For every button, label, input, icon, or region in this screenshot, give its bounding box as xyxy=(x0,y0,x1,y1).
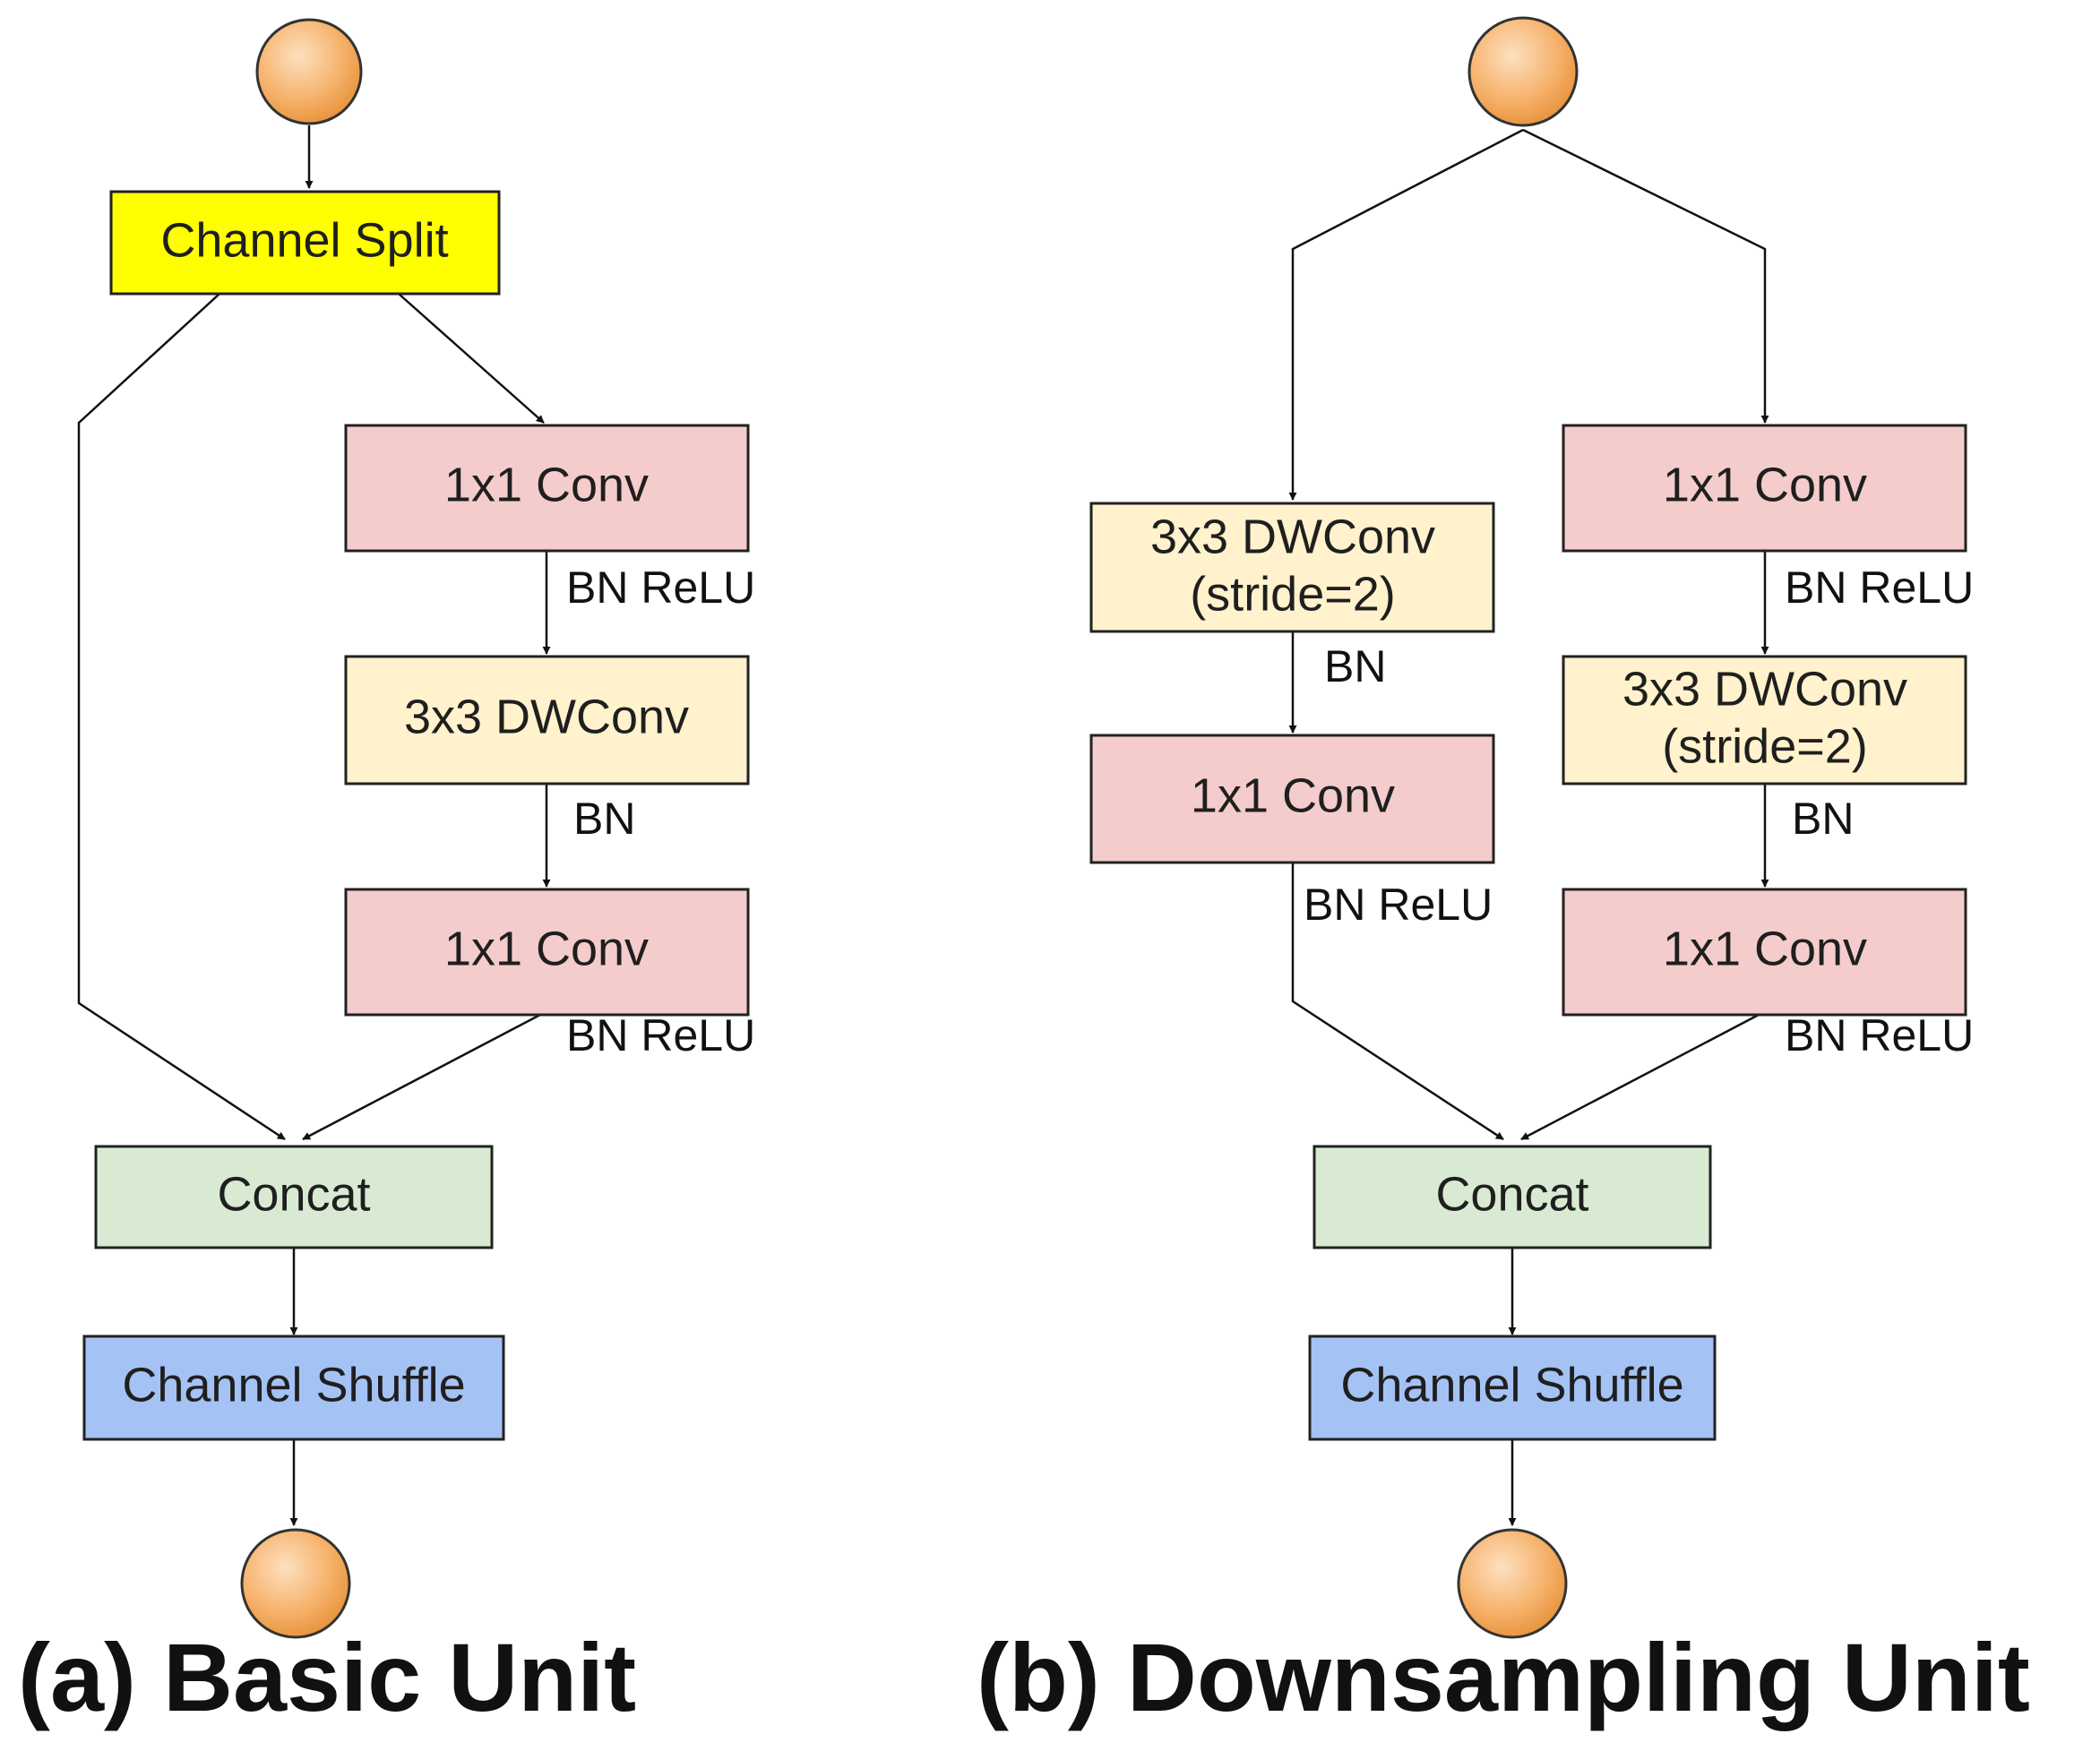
basic-shuffle-box xyxy=(82,1335,505,1441)
basic-unit: Channel Split 1x1 Conv BN ReLU 3x3 DWCon… xyxy=(18,18,755,1731)
basic-concat-box xyxy=(94,1145,494,1249)
down-right-dwconv-box xyxy=(1562,655,1967,785)
down-right-dwconv-line1: 3x3 DWConv xyxy=(1622,662,1907,716)
down-concat-box xyxy=(1312,1145,1712,1249)
basic-concat-label: Concat xyxy=(217,1167,370,1221)
down-left-dwconv-box xyxy=(1089,502,1495,633)
down-concat-label: Concat xyxy=(1435,1167,1588,1221)
channel-split-label: Channel Split xyxy=(160,213,448,267)
down-left-dwconv-line2: (stride=2) xyxy=(1190,567,1396,621)
down-right-dwconv-line2: (stride=2) xyxy=(1662,719,1868,773)
basic-conv2-box xyxy=(344,888,750,1017)
downsampling-unit: 3x3 DWConv (stride=2) BN 1x1 Conv BN ReL… xyxy=(977,16,2030,1731)
down-right-edge1-label: BN ReLU xyxy=(1785,562,1974,613)
channel-split-box xyxy=(109,190,501,296)
basic-edge2-label: BN xyxy=(573,794,635,844)
down-left-dwconv-line1: 3x3 DWConv xyxy=(1150,510,1435,563)
down-right-conv1-label: 1x1 Conv xyxy=(1663,458,1867,511)
down-left-edge1-label: BN xyxy=(1324,641,1386,691)
basic-edge1-label: BN ReLU xyxy=(566,562,755,613)
down-edge-right-conv2-concat xyxy=(1520,1013,1760,1141)
down-right-edge3-label: BN ReLU xyxy=(1785,1010,1974,1060)
basic-edge-shortcut xyxy=(77,293,286,1141)
down-right-conv1-box xyxy=(1562,424,1967,553)
down-left-edge2-label: BN ReLU xyxy=(1304,880,1493,930)
down-right-conv2-label: 1x1 Conv xyxy=(1663,922,1867,975)
basic-conv1-label: 1x1 Conv xyxy=(444,458,649,511)
basic-conv1-box xyxy=(344,424,750,553)
basic-input-node xyxy=(255,18,363,125)
basic-edge-conv2-concat xyxy=(302,1013,541,1141)
down-right-edge2-label: BN xyxy=(1792,794,1854,844)
basic-shuffle-label: Channel Shuffle xyxy=(122,1358,465,1412)
basic-dwconv-label: 3x3 DWConv xyxy=(404,690,689,743)
basic-dwconv-box xyxy=(344,655,750,785)
down-shuffle-box xyxy=(1308,1335,1717,1441)
down-left-conv-label: 1x1 Conv xyxy=(1191,768,1395,822)
down-shuffle-label: Channel Shuffle xyxy=(1340,1358,1683,1412)
down-left-conv-box xyxy=(1089,734,1495,864)
basic-edge-split-conv1 xyxy=(398,293,545,424)
down-output-node xyxy=(1457,1528,1568,1639)
down-input-node xyxy=(1467,16,1579,127)
basic-conv2-label: 1x1 Conv xyxy=(444,922,649,975)
down-edge-input-left xyxy=(1288,128,1524,501)
basic-output-node xyxy=(240,1528,351,1639)
basic-edge3-label: BN ReLU xyxy=(566,1010,755,1060)
down-edge-left-conv-concat xyxy=(1291,863,1504,1141)
basic-unit-caption: (a) Basic Unit xyxy=(18,1623,636,1731)
down-edge-input-right xyxy=(1522,128,1769,424)
down-right-conv2-box xyxy=(1562,888,1967,1017)
downsampling-unit-caption: (b) Downsampling Unit xyxy=(977,1623,2030,1731)
